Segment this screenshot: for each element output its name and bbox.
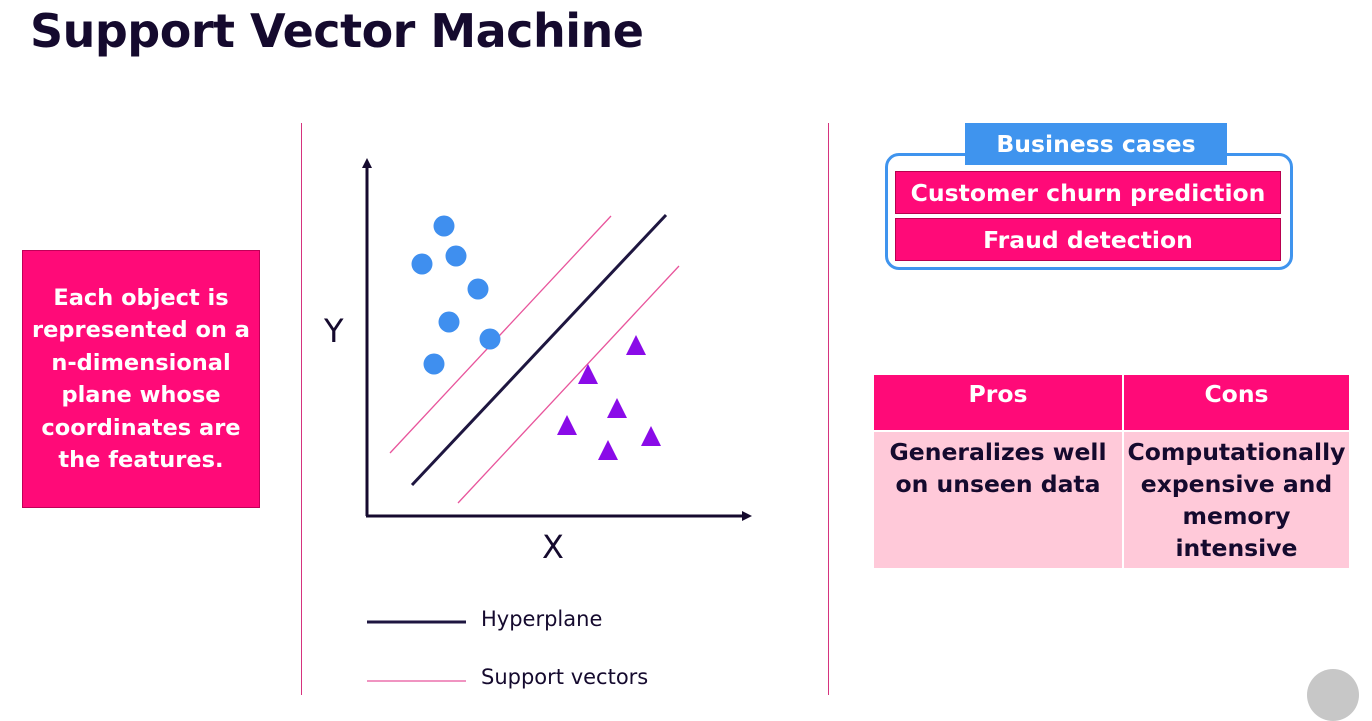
description-text: Each object is represented on a n-dimens…: [32, 284, 250, 474]
support-vector-line-upper: [389, 215, 612, 454]
data-point-triangle: [607, 398, 627, 418]
svm-diagram: [362, 158, 752, 682]
data-point-triangle: [641, 426, 661, 446]
divider-right: [828, 123, 829, 695]
cons-cell: Computationally expensive and memory int…: [1124, 432, 1349, 568]
data-point-triangle: [598, 440, 618, 460]
cons-line: memory: [1182, 502, 1291, 530]
business-cases-header: Business cases: [965, 123, 1227, 165]
data-point-circle: [433, 215, 455, 237]
business-case-item: Customer churn prediction: [895, 171, 1281, 214]
data-point-triangle: [557, 415, 577, 435]
support-vector-line-lower: [457, 265, 680, 504]
page-title: Support Vector Machine: [30, 4, 644, 58]
y-axis-label: Y: [324, 312, 344, 350]
legend-hyperplane-label: Hyperplane: [481, 607, 603, 631]
data-point-circle: [411, 253, 433, 275]
pros-line: on unseen data: [895, 470, 1101, 498]
x-axis-label: X: [542, 528, 564, 566]
pros-cell: Generalizes well on unseen data: [874, 432, 1122, 568]
business-case-item: Fraud detection: [895, 218, 1281, 261]
data-point-triangle: [578, 364, 598, 384]
cons-line: intensive: [1175, 534, 1298, 562]
data-point-circle: [423, 353, 445, 375]
description-box: Each object is represented on a n-dimens…: [22, 250, 260, 508]
data-point-circle: [479, 328, 501, 350]
pros-line: Generalizes well: [889, 438, 1107, 466]
data-point-triangle: [626, 335, 646, 355]
data-point-circle: [445, 245, 467, 267]
data-point-circle: [467, 278, 489, 300]
cons-line: Computationally: [1127, 438, 1346, 466]
pros-header: Pros: [874, 375, 1122, 430]
cons-header: Cons: [1124, 375, 1349, 430]
data-point-circle: [438, 311, 460, 333]
hyperplane-line: [410, 213, 668, 487]
cons-line: expensive and: [1140, 470, 1333, 498]
legend-support-vectors-label: Support vectors: [481, 665, 649, 689]
divider-left: [301, 123, 302, 695]
player-control-icon[interactable]: [1307, 669, 1359, 721]
